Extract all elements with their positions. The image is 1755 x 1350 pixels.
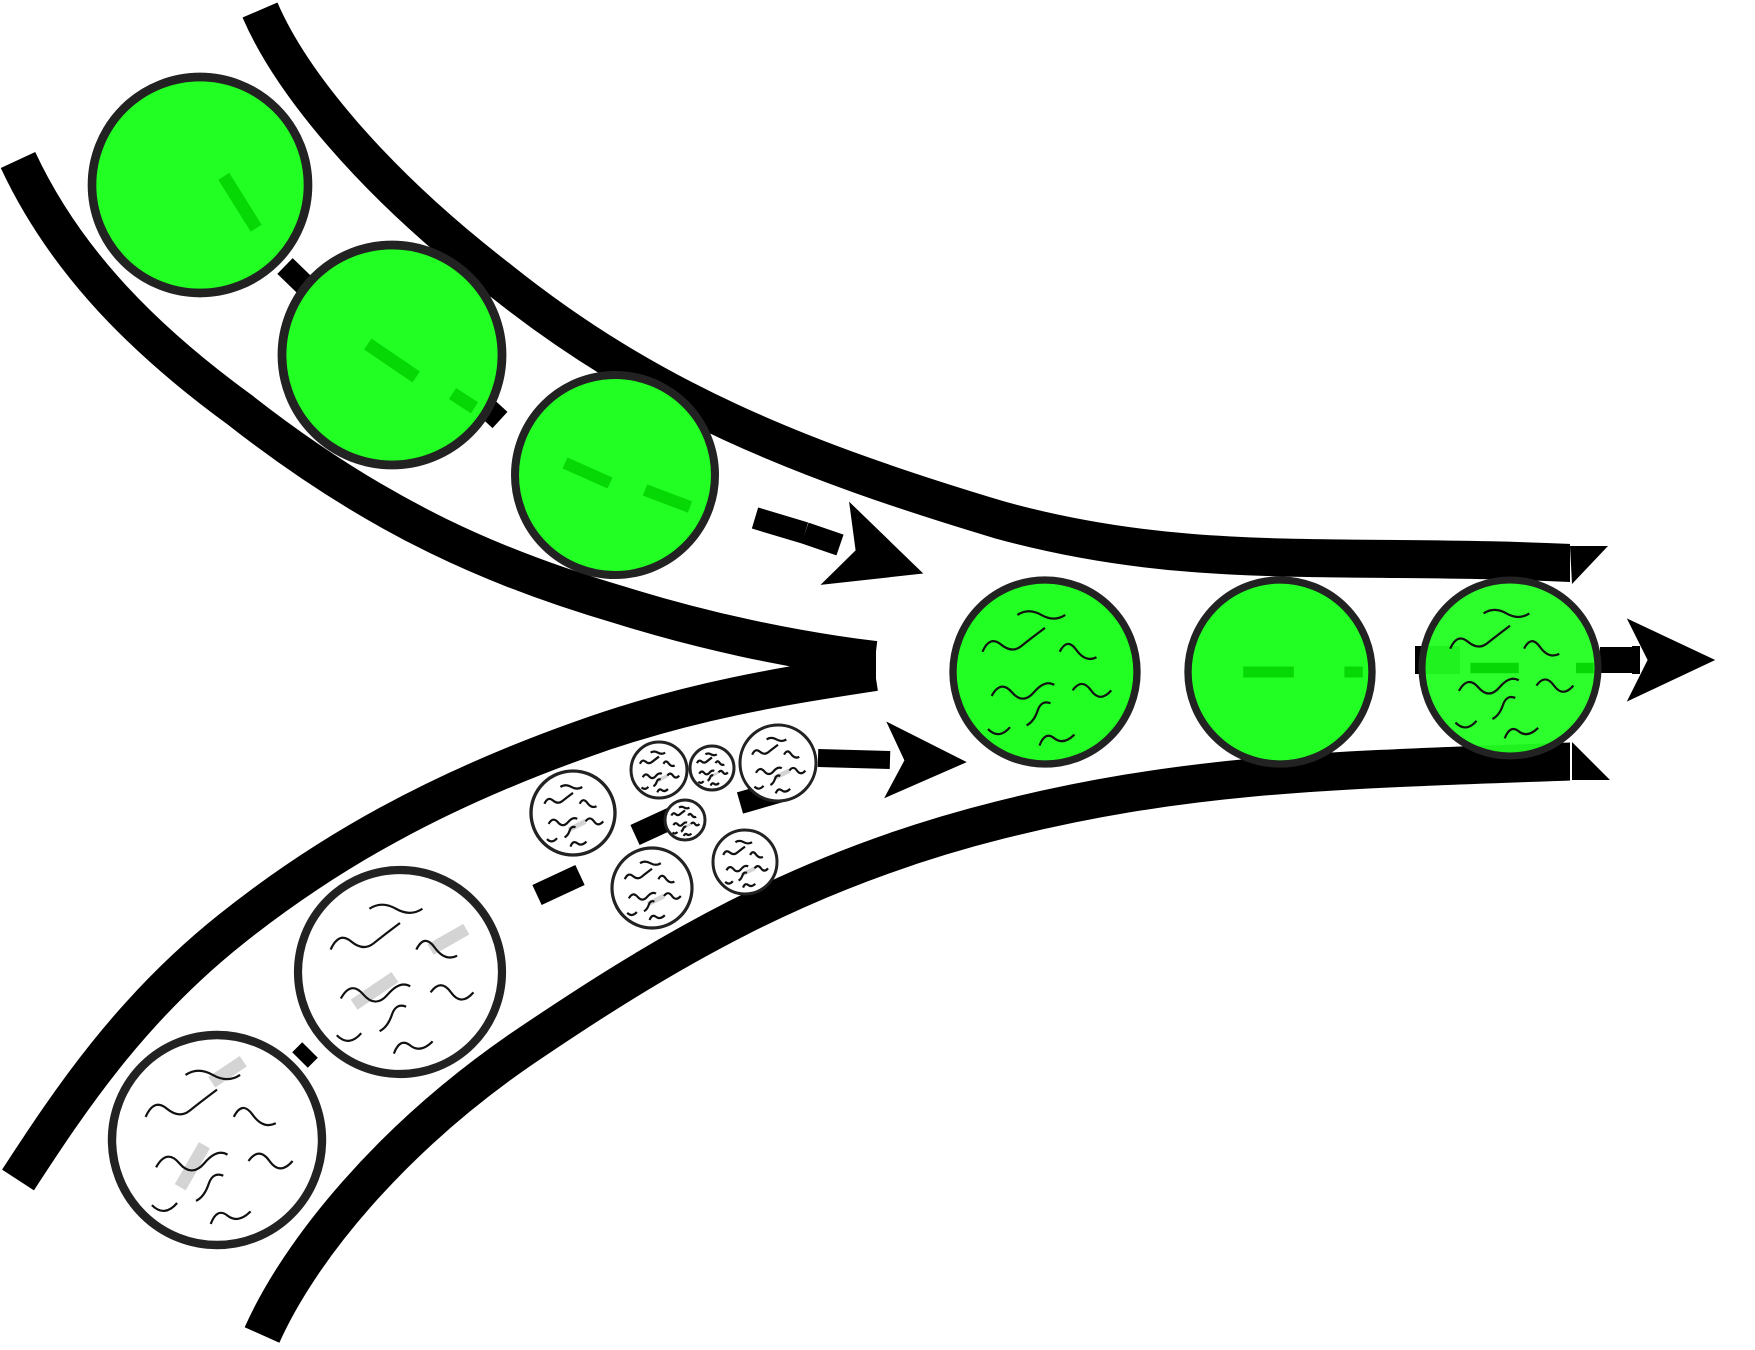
lower-inner-wall — [2, 653, 878, 1191]
small-white-cell — [665, 800, 705, 840]
flow-dash — [532, 865, 585, 905]
green-cell — [1184, 576, 1376, 768]
cell-marker — [208, 1056, 247, 1088]
cell-marker — [562, 457, 613, 489]
green-textured-cell — [1422, 580, 1598, 756]
small-white-cell — [612, 848, 692, 928]
small-white-cell — [531, 771, 615, 855]
flow-dash — [751, 507, 809, 544]
green-textured-cell — [953, 580, 1137, 764]
flow-arrow-icon — [1600, 618, 1716, 702]
flow-dash — [292, 1042, 318, 1068]
small-white-cell — [713, 830, 777, 894]
green-cell — [87, 72, 313, 298]
green-cell — [277, 240, 507, 470]
cell-marker — [218, 172, 262, 232]
cells-layer — [87, 72, 1598, 1245]
small-white-cell — [740, 725, 816, 801]
small-white-cell — [690, 746, 734, 790]
white-cell — [298, 870, 502, 1074]
cell-marker — [642, 484, 693, 513]
small-white-cell — [631, 742, 687, 798]
cell-marker — [174, 1142, 210, 1191]
channel-walls — [0, 2, 1612, 1343]
cell-marker — [427, 923, 470, 955]
flow-arrows — [801, 501, 1716, 799]
green-cell — [511, 371, 719, 579]
wall-tips — [860, 546, 1610, 780]
cell-marker — [364, 338, 420, 383]
upper-inner-wall — [0, 151, 878, 679]
cell-marker — [350, 972, 399, 1010]
white-cell — [112, 1035, 322, 1245]
flow-arrow-icon — [817, 721, 967, 799]
cell-marker — [448, 387, 479, 414]
flow-arrow-icon — [801, 501, 924, 585]
upper-outer-wall — [242, 2, 1612, 584]
lower-outer-wall — [244, 741, 1611, 1343]
